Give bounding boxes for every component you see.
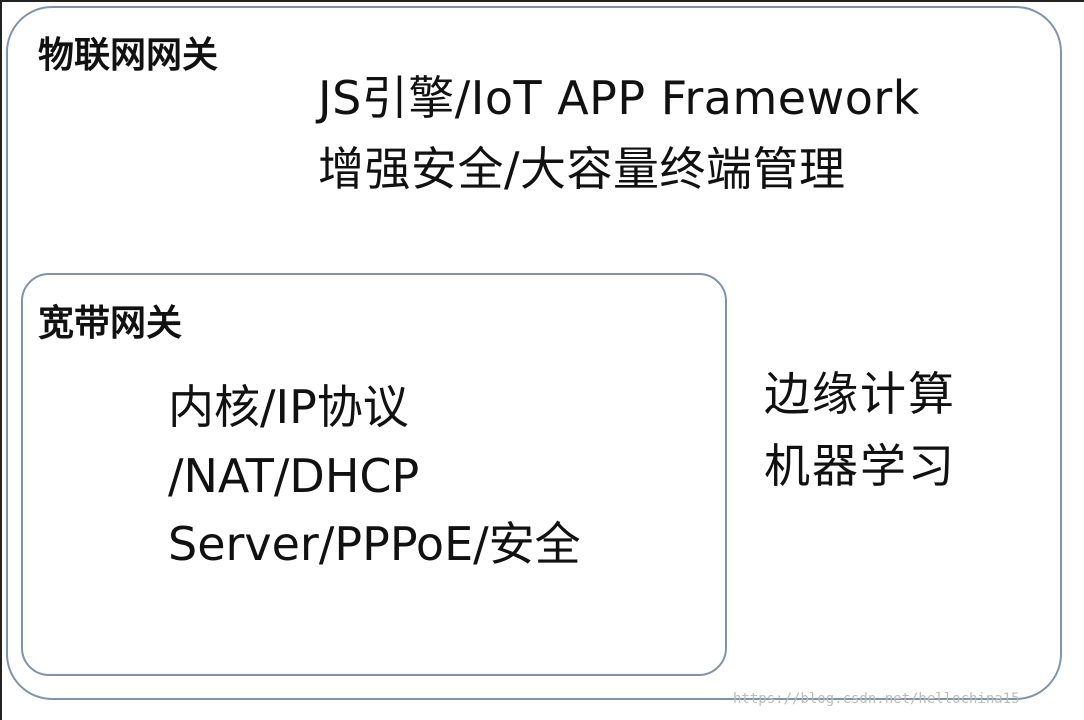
- iot-feature-edge-computing: 边缘计算: [764, 367, 956, 421]
- iot-feature-security-management: 增强安全/大容量终端管理: [318, 142, 846, 196]
- broadband-gateway-box: [21, 273, 727, 676]
- iot-feature-machine-learning: 机器学习: [764, 439, 956, 493]
- broadband-feature-server-pppoe-security: Server/PPPoE/安全: [168, 517, 581, 571]
- broadband-gateway-title: 宽带网关: [38, 303, 183, 344]
- iot-feature-js-engine: JS引擎/IoT APP Framework: [318, 71, 920, 125]
- broadband-feature-kernel-ip: 内核/IP协议: [168, 380, 409, 434]
- broadband-feature-nat-dhcp: /NAT/DHCP: [168, 449, 420, 503]
- watermark-url: https://blog.csdn.net/hellochina15: [733, 691, 1020, 707]
- iot-gateway-title: 物联网网关: [38, 35, 219, 76]
